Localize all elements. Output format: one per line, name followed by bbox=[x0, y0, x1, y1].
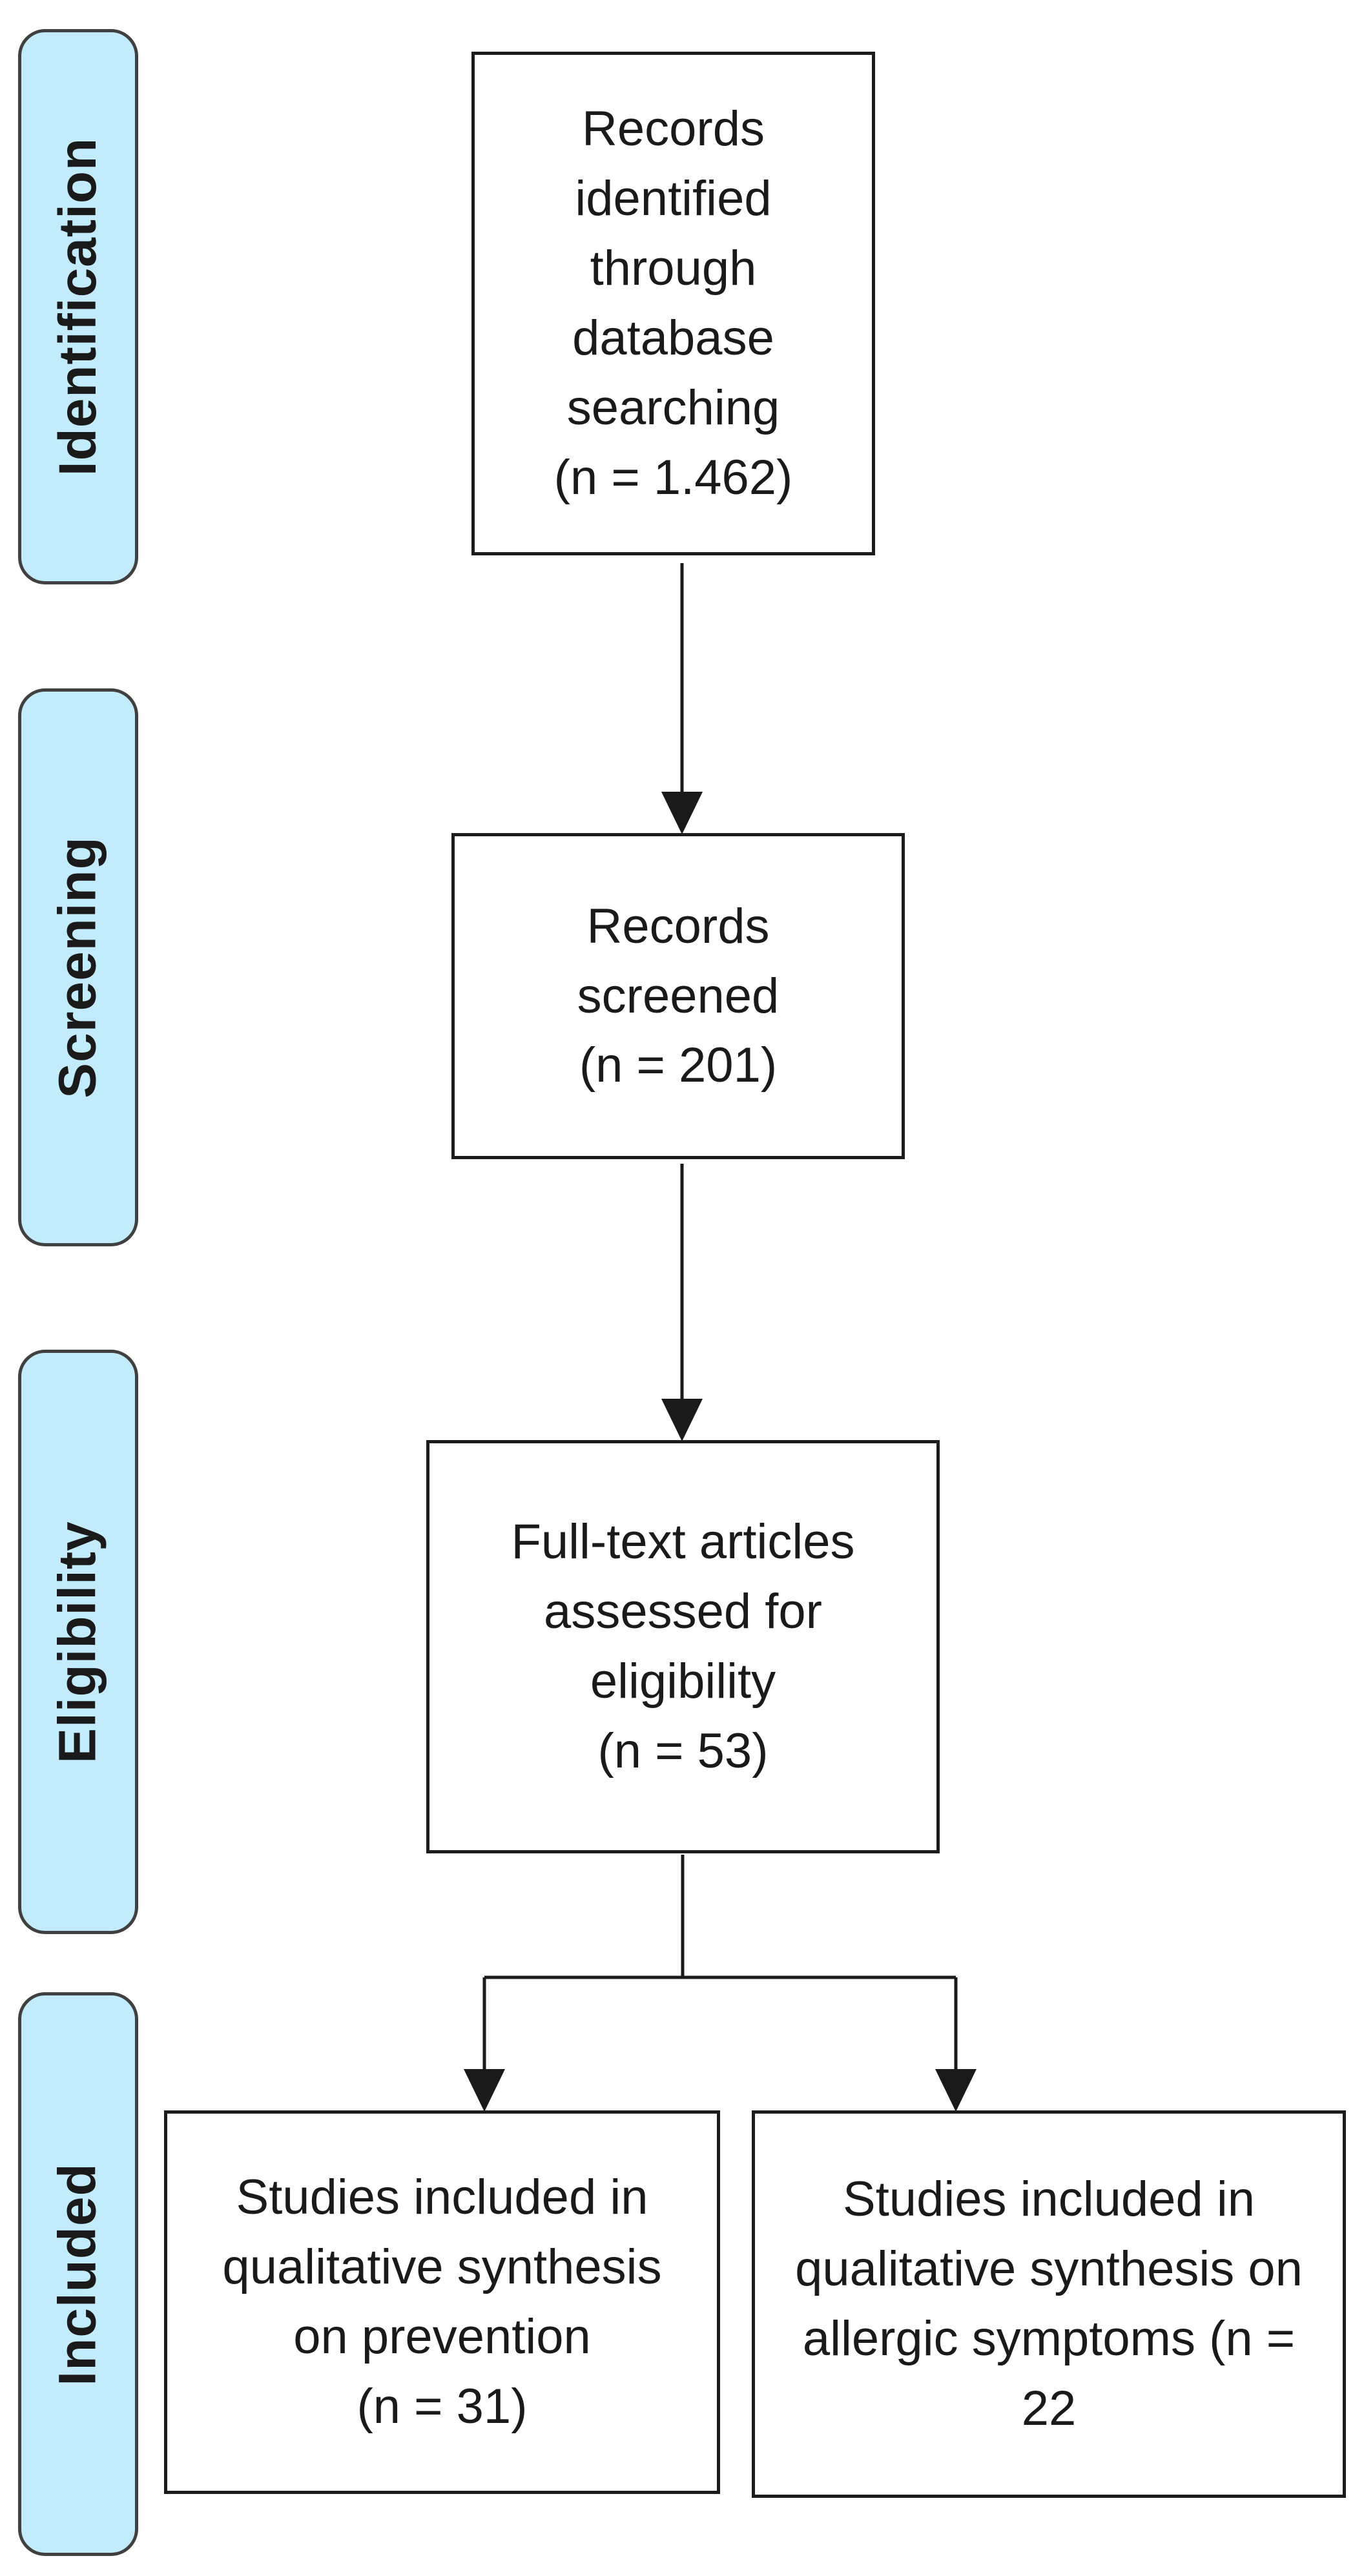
flow-box-included-allergic-symptoms-text: Studies included in qualitative synthesi… bbox=[795, 2172, 1303, 2436]
stage-band-eligibility: Eligibility bbox=[18, 1350, 138, 1934]
branch-fulltext-to-included bbox=[464, 1855, 976, 2112]
flow-box-included-prevention: Studies included in qualitative synthesi… bbox=[164, 2110, 720, 2494]
stage-label-screening: Screening bbox=[48, 836, 107, 1098]
flow-box-fulltext-assessed-text: Full-text articles assessed for eligibil… bbox=[511, 1514, 855, 1778]
arrowhead-down-icon bbox=[464, 2069, 505, 2112]
stage-band-screening: Screening bbox=[18, 688, 138, 1246]
stage-label-eligibility: Eligibility bbox=[48, 1520, 108, 1764]
flow-box-included-allergic-symptoms: Studies included in qualitative synthesi… bbox=[752, 2110, 1346, 2498]
stage-label-included: Included bbox=[48, 2162, 108, 2386]
arrow-identified-to-screened bbox=[661, 563, 703, 834]
arrowhead-down-icon bbox=[935, 2069, 976, 2112]
stage-label-identification: Identification bbox=[48, 137, 107, 477]
flow-box-records-screened-text: Records screened (n = 201) bbox=[577, 898, 780, 1093]
flow-box-fulltext-assessed: Full-text articles assessed for eligibil… bbox=[426, 1440, 940, 1853]
flow-box-included-prevention-text: Studies included in qualitative synthesi… bbox=[222, 2170, 662, 2434]
flow-box-records-identified-text: Records identified through database sear… bbox=[553, 101, 793, 505]
flow-box-records-identified: Records identified through database sear… bbox=[471, 52, 875, 555]
arrowhead-down-icon bbox=[661, 792, 703, 834]
stage-band-included: Included bbox=[18, 1992, 138, 2556]
arrowhead-down-icon bbox=[661, 1399, 703, 1441]
flow-box-records-screened: Records screened (n = 201) bbox=[451, 833, 905, 1159]
stage-band-identification: Identification bbox=[18, 29, 138, 584]
arrow-screened-to-fulltext bbox=[661, 1164, 703, 1441]
